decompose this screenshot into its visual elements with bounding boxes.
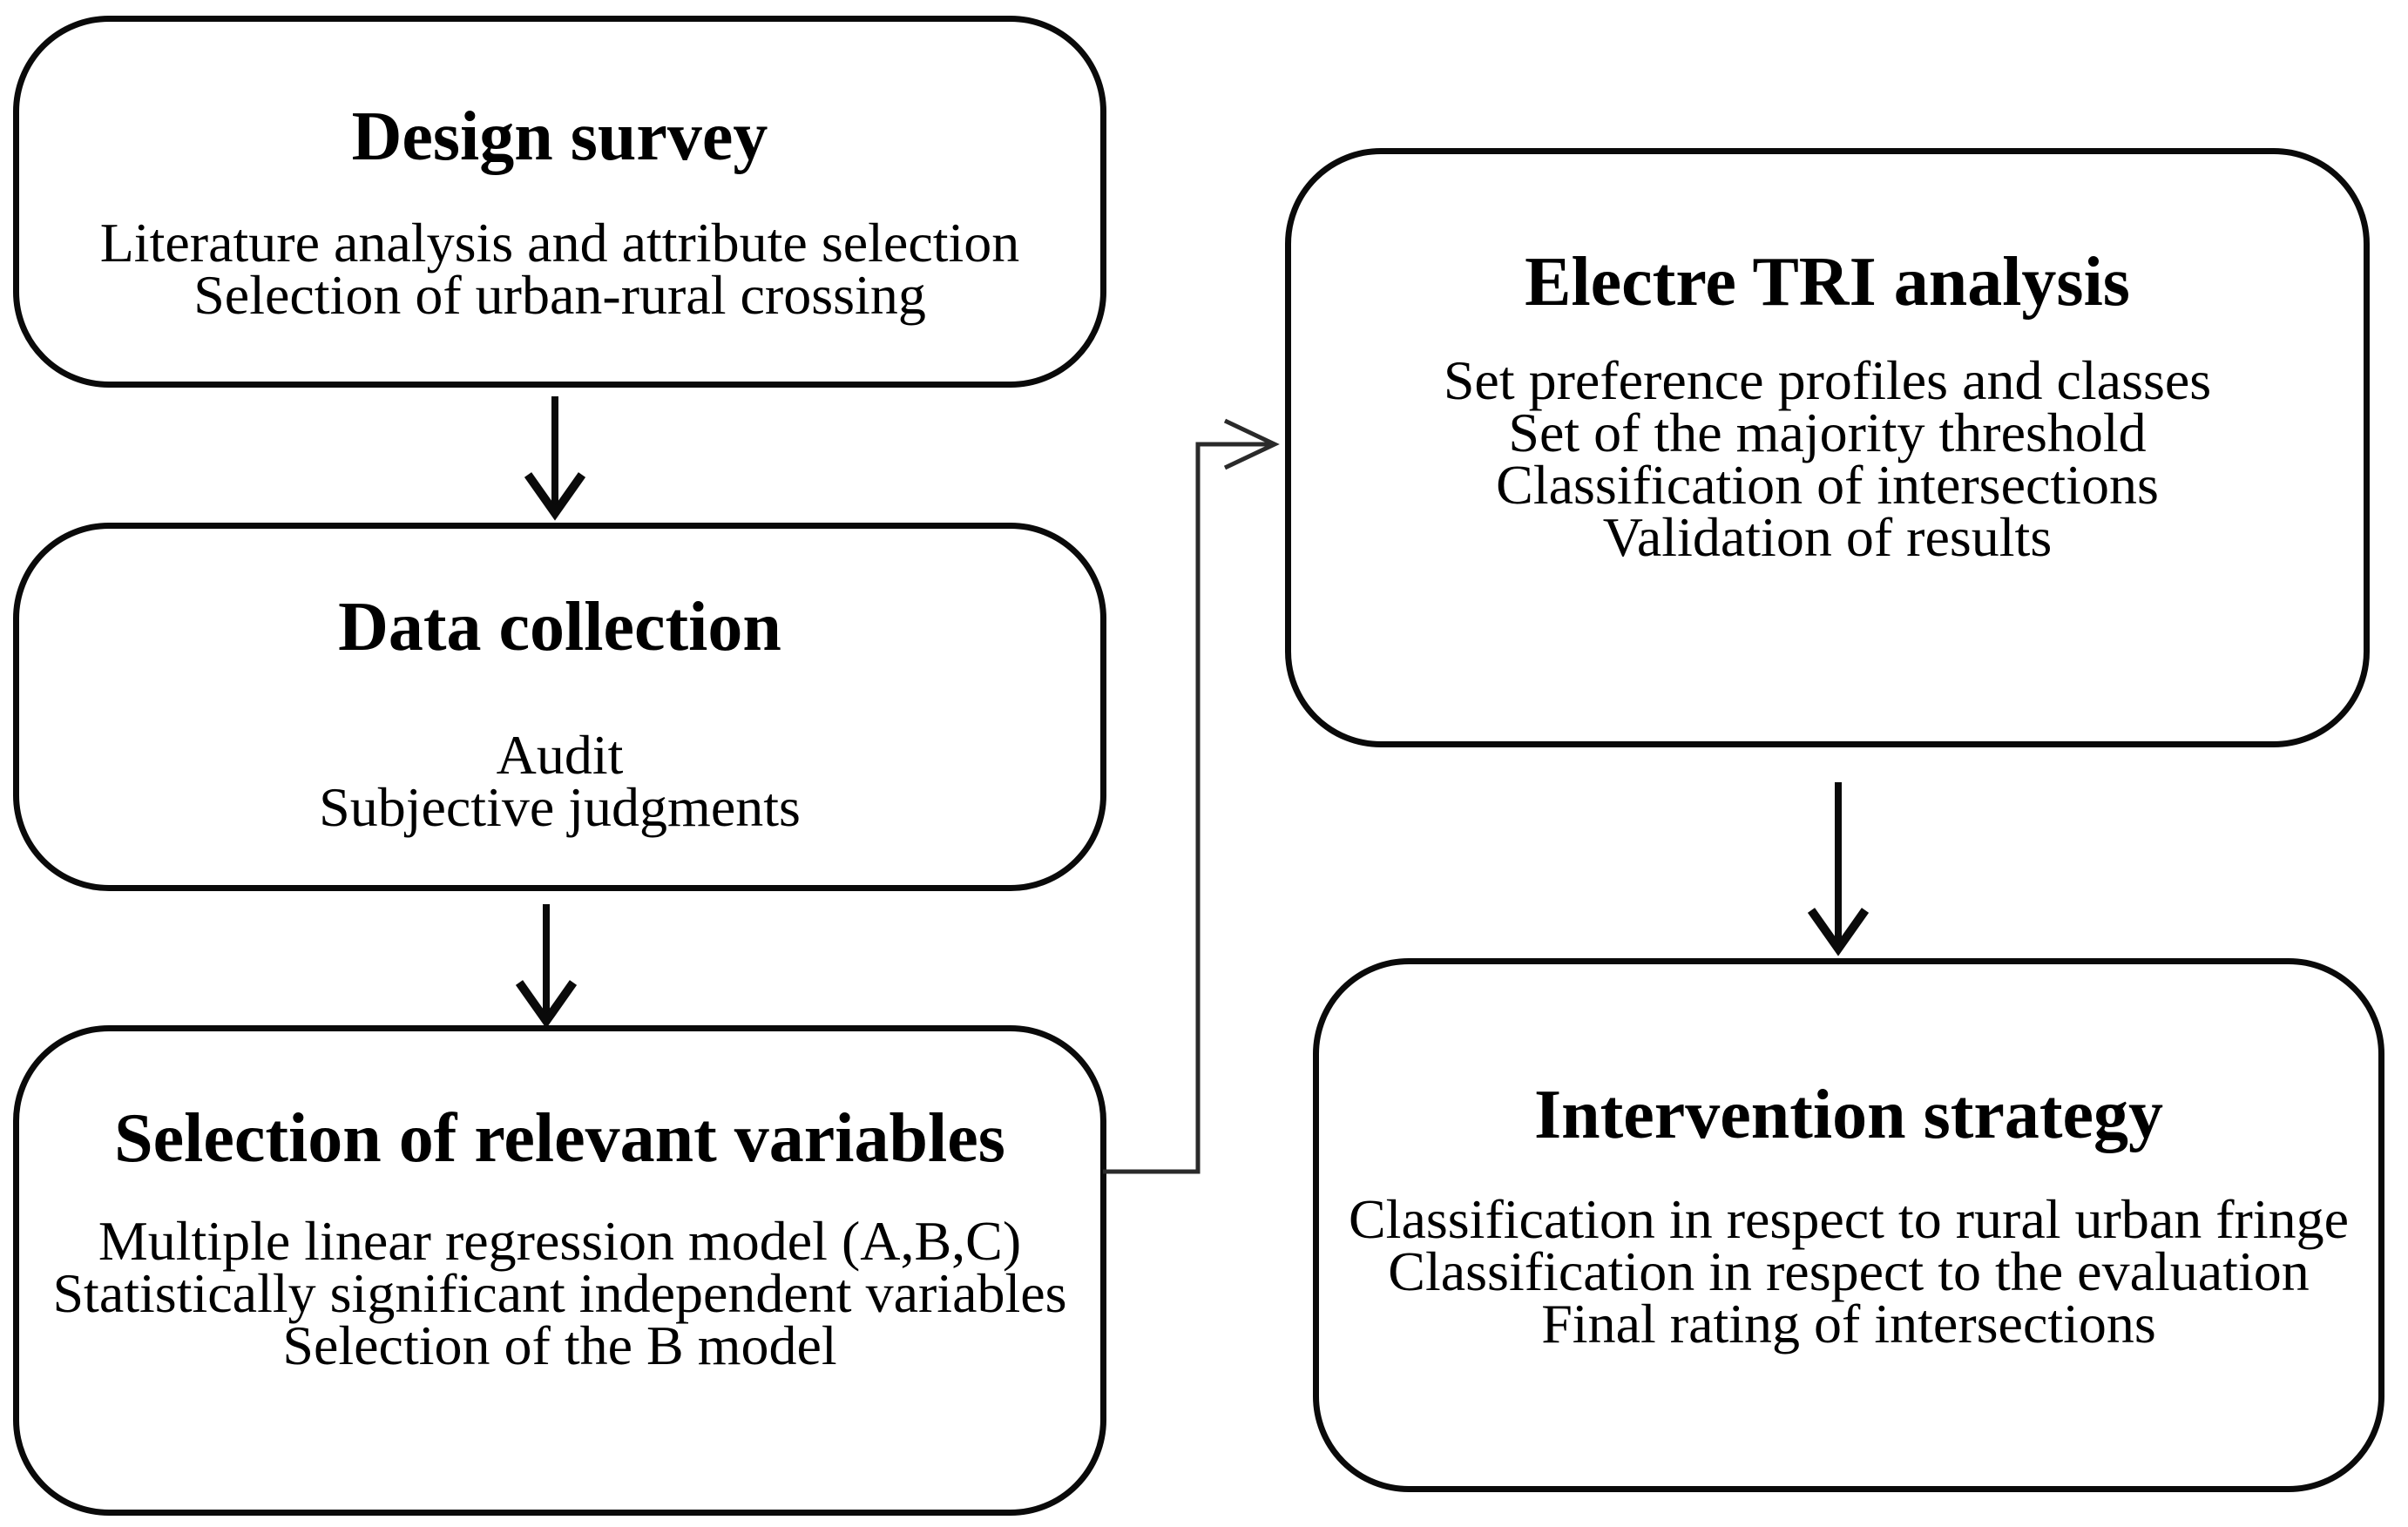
electre-tri-body: Set preference profiles and classes Set … [1291,349,2364,568]
design-survey-body: Literature analysis and attribute select… [19,212,1100,326]
intervention-strategy-title: Intervention strategy [1533,1077,2164,1153]
intervention-strategy-line-1: Classification in respect to rural urban… [1348,1188,2350,1250]
intervention-strategy-line-3: Final rating of intersections [1541,1293,2156,1355]
electre-tri-line-4: Validation of results [1602,506,2053,568]
data-collection-body: Audit Subjective judgments [19,724,1100,838]
flowchart-box-design-survey: Design survey Literature analysis and at… [13,16,1106,388]
arrow-electre-tri-to-intervention-strategy [1807,782,1870,956]
electre-tri-line-2: Set of the majority threshold [1508,402,2147,463]
elbow-connector-selection-variables-to-electre-tri [1103,418,1280,1174]
design-survey-line-2: Selection of urban-rural crossing [193,264,926,326]
arrow-data-collection-to-selection-variables [515,904,578,1029]
selection-variables-line-2: Statistically significant independent va… [52,1262,1067,1324]
intervention-strategy-line-2: Classification in respect to the evaluat… [1388,1240,2310,1302]
design-survey-title: Design survey [351,98,768,175]
electre-tri-line-3: Classification of intersections [1496,454,2159,516]
data-collection-line-2: Subjective judgments [319,776,801,838]
selection-variables-line-3: Selection of the B model [282,1314,837,1376]
flowchart-box-electre-tri-analysis: Electre TRI analysis Set preference prof… [1285,148,2370,747]
selection-variables-line-1: Multiple linear regression model (A,B,C) [98,1210,1022,1272]
electre-tri-title: Electre TRI analysis [1525,244,2130,321]
flowchart-box-intervention-strategy: Intervention strategy Classification in … [1313,958,2384,1492]
selection-variables-title: Selection of relevant variables [114,1100,1005,1177]
data-collection-line-1: Audit [496,724,624,786]
electre-tri-line-1: Set preference profiles and classes [1443,349,2212,411]
design-survey-line-1: Literature analysis and attribute select… [99,212,1020,274]
selection-variables-body: Multiple linear regression model (A,B,C)… [19,1210,1100,1376]
data-collection-title: Data collection [338,589,781,666]
flowchart-box-data-collection: Data collection Audit Subjective judgmen… [13,523,1106,891]
intervention-strategy-body: Classification in respect to rural urban… [1319,1188,2378,1355]
flowchart-box-selection-of-relevant-variables: Selection of relevant variables Multiple… [13,1025,1106,1516]
arrow-design-survey-to-data-collection [524,396,586,521]
